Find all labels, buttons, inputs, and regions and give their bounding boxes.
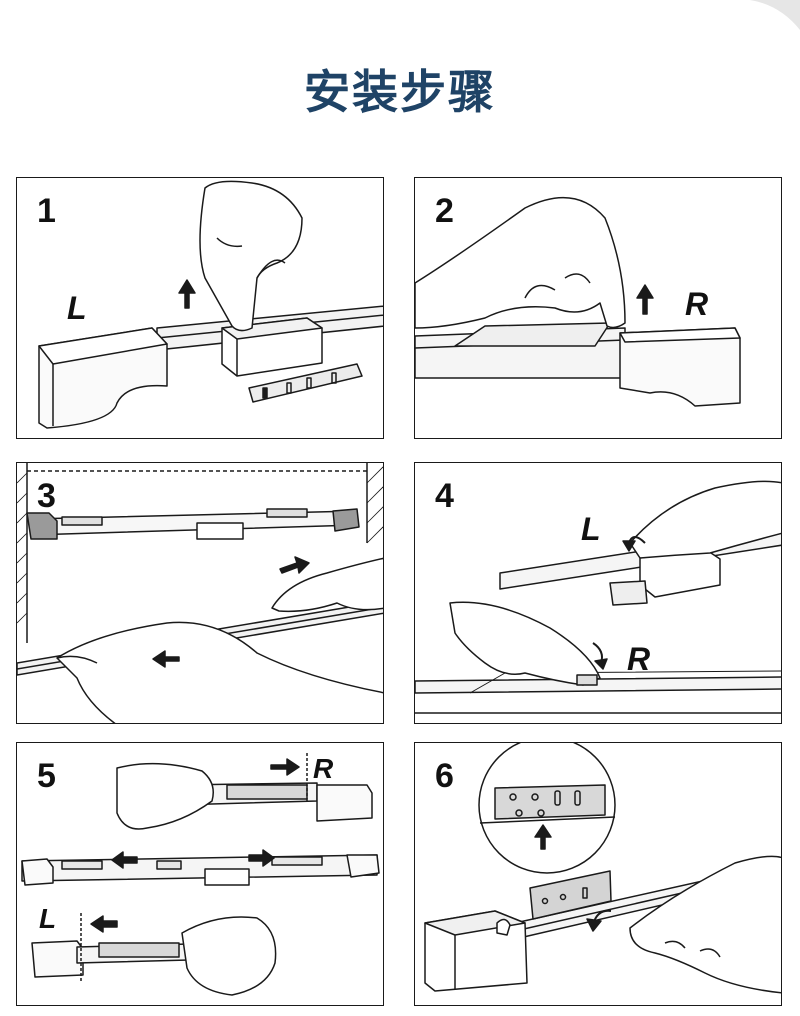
step-1-panel: 1 L: [16, 177, 384, 439]
step-6-number: 6: [435, 757, 454, 795]
step-3-number: 3: [37, 477, 56, 515]
step-2-number: 2: [435, 192, 454, 230]
corner-decoration: [750, 0, 800, 30]
step-5-number: 5: [37, 757, 56, 795]
step-3-illustration: [17, 463, 383, 723]
step-5-panel: 5 R L: [16, 742, 384, 1006]
step-1-illustration: [38, 180, 383, 429]
step-4-label-l: L: [581, 511, 601, 547]
step-2-label-r: R: [685, 286, 709, 322]
step-2-panel: 2 R: [414, 177, 782, 439]
step-6-panel: 6: [414, 742, 782, 1006]
step-2-illustration: [415, 196, 741, 407]
step-4-panel: 4 L R: [414, 462, 782, 724]
step-4-number: 4: [435, 477, 454, 515]
page-title: 安装步骤: [304, 65, 496, 119]
step-3-panel: 3: [16, 462, 384, 724]
step-4-label-r: R: [627, 641, 651, 677]
step-4-illustration: [415, 480, 781, 714]
step-1-number: 1: [37, 192, 56, 230]
step-5-illustration: [21, 753, 380, 996]
step-6-illustration: [424, 743, 781, 994]
step-5-label-l: L: [39, 903, 57, 934]
step-5-label-r: R: [313, 753, 334, 784]
step-1-label-l: L: [67, 290, 87, 326]
